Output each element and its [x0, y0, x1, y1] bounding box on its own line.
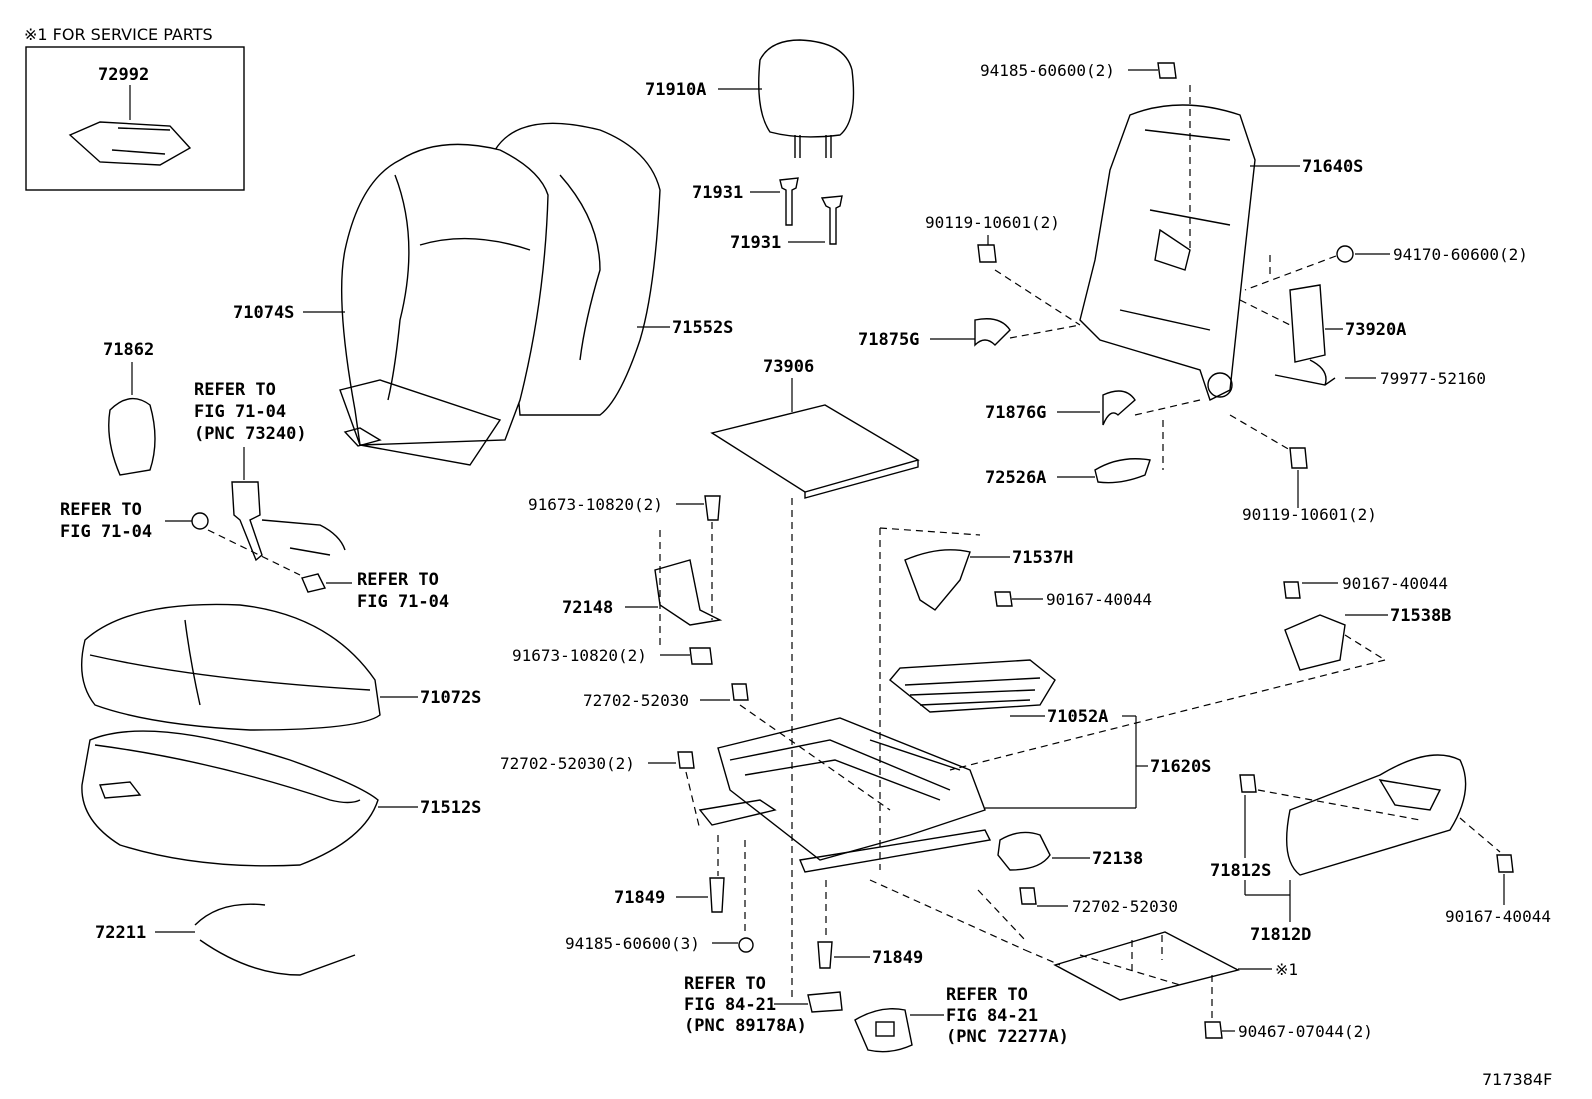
part-label-71052A[interactable]: 71052A [1047, 707, 1108, 727]
part-label-71072S[interactable]: 71072S [420, 688, 481, 708]
seat-track-71620S [717, 717, 986, 861]
refer-to-4-line3[interactable]: (PNC 89178A) [684, 1016, 807, 1036]
part-label-79977-52160[interactable]: 79977-52160 [1380, 369, 1486, 388]
part-label-91673-10820-lower[interactable]: 91673-10820(2) [512, 646, 647, 665]
part-label-71074S[interactable]: 71074S [233, 303, 294, 323]
bolt-shape-belt [191, 512, 209, 530]
airbag-73920A [1289, 284, 1326, 363]
side-shield-71812D [1285, 754, 1467, 876]
part-label-71876G[interactable]: 71876G [985, 403, 1046, 423]
cover-71537H [904, 549, 971, 611]
part-label-71910A[interactable]: 71910A [645, 80, 706, 100]
part-label-ref-1[interactable]: ※1 [1275, 960, 1298, 979]
cushion-cover-71072S [80, 603, 381, 731]
refer-to-4-line2[interactable]: FIG 84-21 [684, 995, 776, 1015]
board-73906 [710, 404, 920, 493]
refer-to-4-line1[interactable]: REFER TO [684, 974, 766, 994]
spring-71052A [889, 659, 1056, 713]
part-label-71849-right[interactable]: 71849 [872, 948, 923, 968]
part-label-71537H[interactable]: 71537H [1012, 548, 1073, 568]
refer-to-5-line3[interactable]: (PNC 72277A) [946, 1027, 1069, 1047]
refer-to-1-line2[interactable]: FIG 71-04 [194, 402, 286, 422]
part-label-73920A[interactable]: 73920A [1345, 320, 1406, 340]
part-label-72211[interactable]: 72211 [95, 923, 146, 943]
part-label-72992[interactable]: 72992 [98, 65, 149, 85]
part-label-72526A[interactable]: 72526A [985, 468, 1046, 488]
part-label-94170-60600-2[interactable]: 94170-60600(2) [1393, 245, 1528, 264]
refer-to-3-line2[interactable]: FIG 71-04 [357, 592, 449, 612]
part-label-72702-52030-lower[interactable]: 72702-52030 [1072, 897, 1178, 916]
part-label-73906[interactable]: 73906 [763, 357, 814, 377]
refer-to-3-line1[interactable]: REFER TO [357, 570, 439, 590]
cover-71538B [1284, 614, 1346, 671]
part-label-71849-left[interactable]: 71849 [614, 888, 665, 908]
part-label-72148[interactable]: 72148 [562, 598, 613, 618]
part-label-72702-52030-upper[interactable]: 72702-52030 [583, 691, 689, 710]
part-label-71875G[interactable]: 71875G [858, 330, 919, 350]
part-label-71931-lower[interactable]: 71931 [730, 233, 781, 253]
part-label-90119-10601-right[interactable]: 90119-10601(2) [1242, 505, 1377, 524]
refer-to-2-line1[interactable]: REFER TO [60, 500, 142, 520]
seatback-frame-71640S [1079, 104, 1256, 401]
refer-to-2-line2[interactable]: FIG 71-04 [60, 522, 152, 542]
part-label-71812D[interactable]: 71812D [1250, 925, 1311, 945]
part-label-71931-upper[interactable]: 71931 [692, 183, 743, 203]
part-label-90167-40044-mid[interactable]: 90167-40044 [1046, 590, 1152, 609]
headrest-shape [758, 39, 855, 138]
part-label-91673-10820-upper[interactable]: 91673-10820(2) [528, 495, 663, 514]
part-label-72702-52030-2[interactable]: 72702-52030(2) [500, 754, 635, 773]
cover-72138 [997, 831, 1051, 871]
wire-72211 [194, 903, 356, 976]
guide-71931-lower [820, 195, 843, 245]
part-label-90167-40044-upper[interactable]: 90167-40044 [1342, 574, 1448, 593]
part-label-71812S[interactable]: 71812S [1210, 861, 1271, 881]
part-label-90467-07044-2[interactable]: 90467-07044(2) [1238, 1022, 1373, 1041]
refer-to-5-line1[interactable]: REFER TO [946, 985, 1028, 1005]
refer-to-5-line2[interactable]: FIG 84-21 [946, 1006, 1038, 1026]
switch-knob-shape [854, 1008, 913, 1053]
part-label-72138[interactable]: 72138 [1092, 849, 1143, 869]
part-label-71620S[interactable]: 71620S [1150, 757, 1211, 777]
bracket-72148 [654, 559, 723, 626]
part-72992-shape [68, 121, 192, 166]
part-label-71552S[interactable]: 71552S [672, 318, 733, 338]
shield-71862 [108, 397, 156, 476]
part-label-71538B[interactable]: 71538B [1390, 606, 1451, 626]
part-label-94185-60600-2[interactable]: 94185-60600(2) [980, 61, 1115, 80]
cover-72526A [1094, 458, 1151, 484]
service-parts-note: ※1 FOR SERVICE PARTS [24, 25, 213, 44]
part-label-71512S[interactable]: 71512S [420, 798, 481, 818]
belt-buckle-shape [231, 481, 263, 562]
figure-id: 717384F [1482, 1070, 1552, 1089]
refer-to-1-line1[interactable]: REFER TO [194, 380, 276, 400]
bottom-cover-72992 [1053, 931, 1240, 1001]
guide-71931-upper [779, 177, 799, 226]
service-parts-box [25, 46, 245, 191]
part-label-71862[interactable]: 71862 [103, 340, 154, 360]
part-label-71640S[interactable]: 71640S [1302, 157, 1363, 177]
part-label-90167-40044-lower[interactable]: 90167-40044 [1445, 907, 1551, 926]
refer-to-1-line3[interactable]: (PNC 73240) [194, 424, 307, 444]
seatback-cover-71074S [340, 143, 549, 446]
cushion-pad-71512S [81, 730, 379, 867]
part-label-90119-10601-left[interactable]: 90119-10601(2) [925, 213, 1060, 232]
part-label-94185-60600-3[interactable]: 94185-60600(3) [565, 934, 700, 953]
